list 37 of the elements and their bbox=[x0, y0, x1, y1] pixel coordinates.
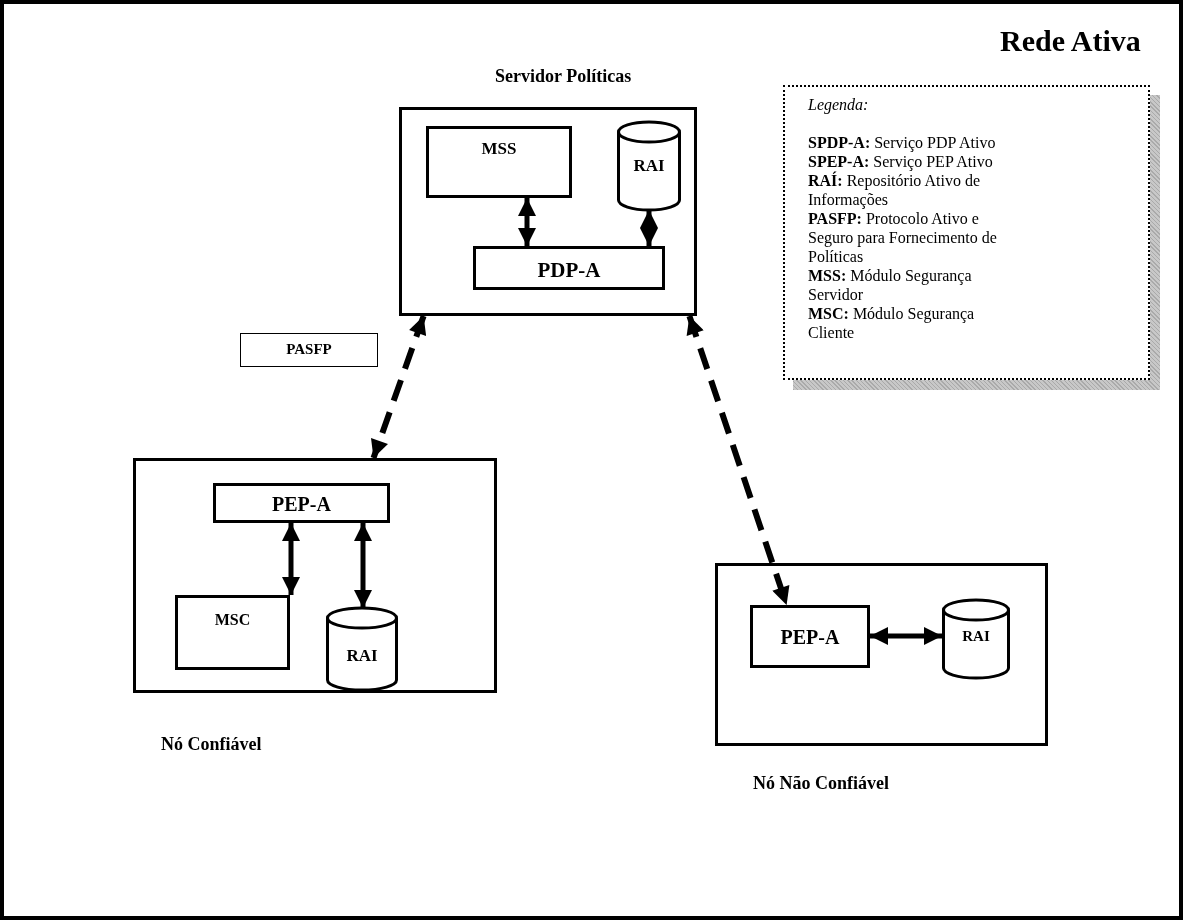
component-box bbox=[175, 595, 290, 670]
component-label: PEP-A bbox=[780, 626, 840, 649]
legend-heading: Legenda: bbox=[808, 95, 869, 114]
container-heading: Nó Não Confiável bbox=[753, 773, 889, 794]
component-box bbox=[426, 126, 572, 198]
container-heading: Servidor Políticas bbox=[495, 66, 632, 87]
double-arrow bbox=[518, 198, 536, 246]
double-arrow bbox=[354, 523, 372, 608]
component-box bbox=[213, 483, 390, 523]
container-heading: Nó Confiável bbox=[161, 734, 262, 755]
dashed-arrow bbox=[686, 315, 790, 606]
component-box bbox=[473, 246, 665, 290]
legend-entry: RAÍ: Repositório Ativo de Informações bbox=[808, 171, 981, 209]
diagram-title: Rede Ativa bbox=[1000, 24, 1141, 58]
double-arrow bbox=[282, 523, 300, 595]
legend-entry: PASFP: Protocolo Ativo e Seguro para Fornecimento de Políticas bbox=[808, 209, 998, 266]
database-cylinder bbox=[326, 608, 398, 690]
database-cylinder bbox=[942, 600, 1010, 678]
double-arrow bbox=[870, 627, 942, 645]
component-box bbox=[750, 605, 870, 668]
component-label: MSC bbox=[214, 611, 251, 629]
legend-box bbox=[783, 85, 1150, 380]
component-label: PEP-A bbox=[272, 493, 331, 516]
legend-entry: MSC: Módulo Segurança Cliente bbox=[808, 304, 976, 342]
legend-entry: MSS: Módulo Segurança Servidor bbox=[808, 266, 973, 304]
component-label: PASFP bbox=[286, 341, 332, 358]
component-label: RAI bbox=[346, 646, 378, 666]
legend-entry: SPEP-A: Serviço PEP Ativo bbox=[808, 152, 994, 171]
dashed-arrow bbox=[370, 315, 427, 459]
component-box bbox=[240, 333, 378, 367]
database-cylinder bbox=[617, 122, 681, 210]
legend-entry: SPDP-A: Serviço PDP Ativo bbox=[808, 133, 997, 152]
component-label: RAI bbox=[633, 156, 665, 176]
component-label: PDP-A bbox=[537, 258, 601, 283]
component-label: MSS bbox=[481, 139, 517, 159]
component-label: RAI bbox=[962, 628, 990, 645]
double-arrow bbox=[640, 210, 658, 246]
